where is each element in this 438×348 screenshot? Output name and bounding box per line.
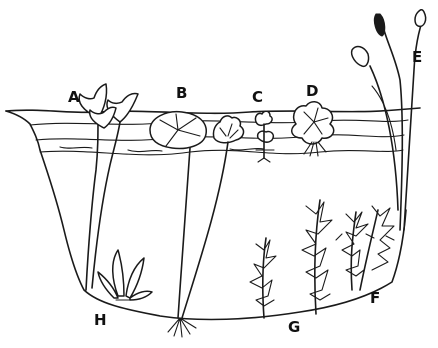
plant-e-cattail: [352, 10, 426, 230]
plant-b-water-lily: [150, 112, 243, 337]
label-e: E: [412, 48, 422, 66]
plant-f-submerged-bush: [336, 206, 394, 290]
label-b: B: [176, 84, 187, 102]
plant-c-floating: [255, 111, 274, 162]
plant-a-arrowhead: [79, 84, 138, 290]
label-d: D: [306, 82, 318, 100]
plant-h-rooted-rosette: [98, 250, 152, 300]
label-h: H: [94, 311, 107, 329]
label-f: F: [370, 289, 380, 307]
plant-g-submerged-tufts: [250, 200, 332, 318]
plant-d-floating-rosette: [292, 102, 334, 156]
label-a: A: [68, 88, 80, 106]
label-g: G: [288, 318, 300, 336]
label-c: C: [252, 88, 263, 106]
